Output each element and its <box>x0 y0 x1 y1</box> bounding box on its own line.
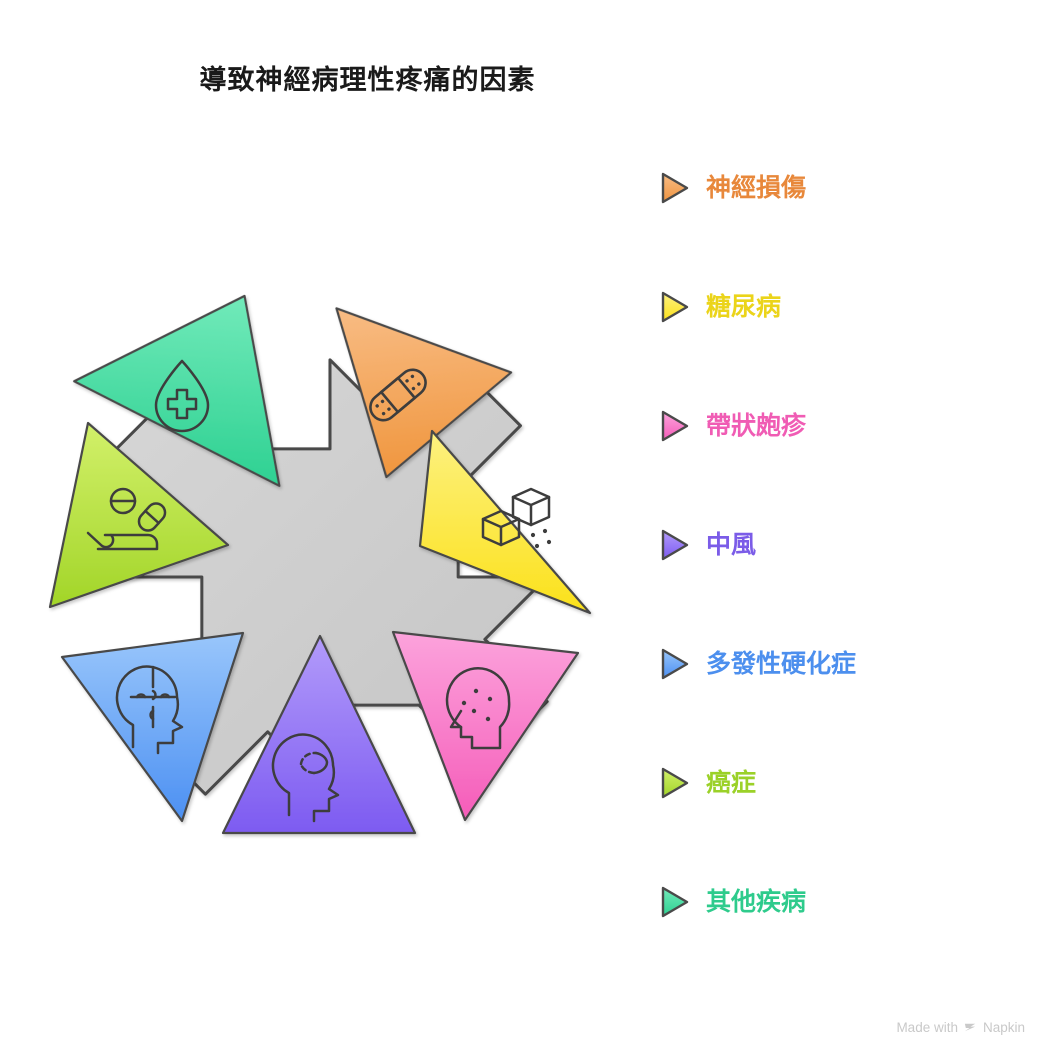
legend: 神經損傷 糖尿病 帶狀皰疹 中風 <box>660 148 1050 948</box>
legend-marker-icon <box>661 648 689 680</box>
legend-marker-icon <box>661 172 689 204</box>
legend-item-6[interactable]: 其他疾病 <box>660 880 806 924</box>
legend-label-5: 癌症 <box>706 768 757 797</box>
watermark-prefix: Made with <box>896 1020 958 1035</box>
head-rash-icon <box>445 667 511 750</box>
sugar-cubes-icon <box>481 487 552 549</box>
bandage-icon <box>369 368 427 422</box>
wedge-shape-shingles <box>391 630 580 822</box>
wedge-multiple-sclerosis[interactable] <box>60 631 245 823</box>
wedge-shingles[interactable] <box>391 630 580 822</box>
legend-label-0: 神經損傷 <box>706 173 807 202</box>
legend-marker-icon <box>661 886 689 918</box>
wedge-diabetes[interactable] <box>418 429 592 615</box>
page-title: 導致神經病理性疼痛的因素 <box>199 65 536 95</box>
legend-label-3: 中風 <box>706 530 757 559</box>
wedge-cancer[interactable] <box>48 421 230 609</box>
legend-item-1[interactable]: 糖尿病 <box>660 285 781 329</box>
legend-item-2[interactable]: 帶狀皰疹 <box>660 404 806 448</box>
hand-pills-icon <box>86 487 167 551</box>
legend-marker-icon <box>661 767 689 799</box>
legend-label-4: 多發性硬化症 <box>706 649 857 678</box>
blood-drop-cross-icon <box>154 359 210 433</box>
wedge-shape-stroke <box>221 634 417 835</box>
diagram-svg <box>48 285 592 835</box>
wedge-other-diseases[interactable] <box>68 285 293 487</box>
legend-label-2: 帶狀皰疹 <box>706 411 807 440</box>
napkin-logo-icon <box>963 1020 978 1035</box>
legend-item-4[interactable]: 多發性硬化症 <box>660 642 856 686</box>
watermark: Made with Napkin <box>896 1020 1025 1035</box>
head-brain-icon <box>271 733 340 823</box>
legend-item-3[interactable]: 中風 <box>660 523 756 567</box>
radial-triangle-diagram <box>0 255 660 885</box>
legend-marker-icon <box>661 410 689 442</box>
wedge-shape-nerve-damage <box>335 307 513 479</box>
legend-marker-icon <box>661 529 689 561</box>
wedge-stroke[interactable] <box>221 634 417 835</box>
wedge-nerve-damage[interactable] <box>335 291 520 481</box>
wedge-shape-cancer <box>48 421 230 609</box>
watermark-brand: Napkin <box>982 1020 1025 1035</box>
legend-label-6: 其他疾病 <box>706 887 807 916</box>
legend-item-0[interactable]: 神經損傷 <box>660 166 806 210</box>
legend-item-5[interactable]: 癌症 <box>660 761 756 805</box>
legend-label-1: 糖尿病 <box>706 292 782 321</box>
legend-marker-icon <box>661 291 689 323</box>
head-puzzle-icon <box>115 665 184 755</box>
